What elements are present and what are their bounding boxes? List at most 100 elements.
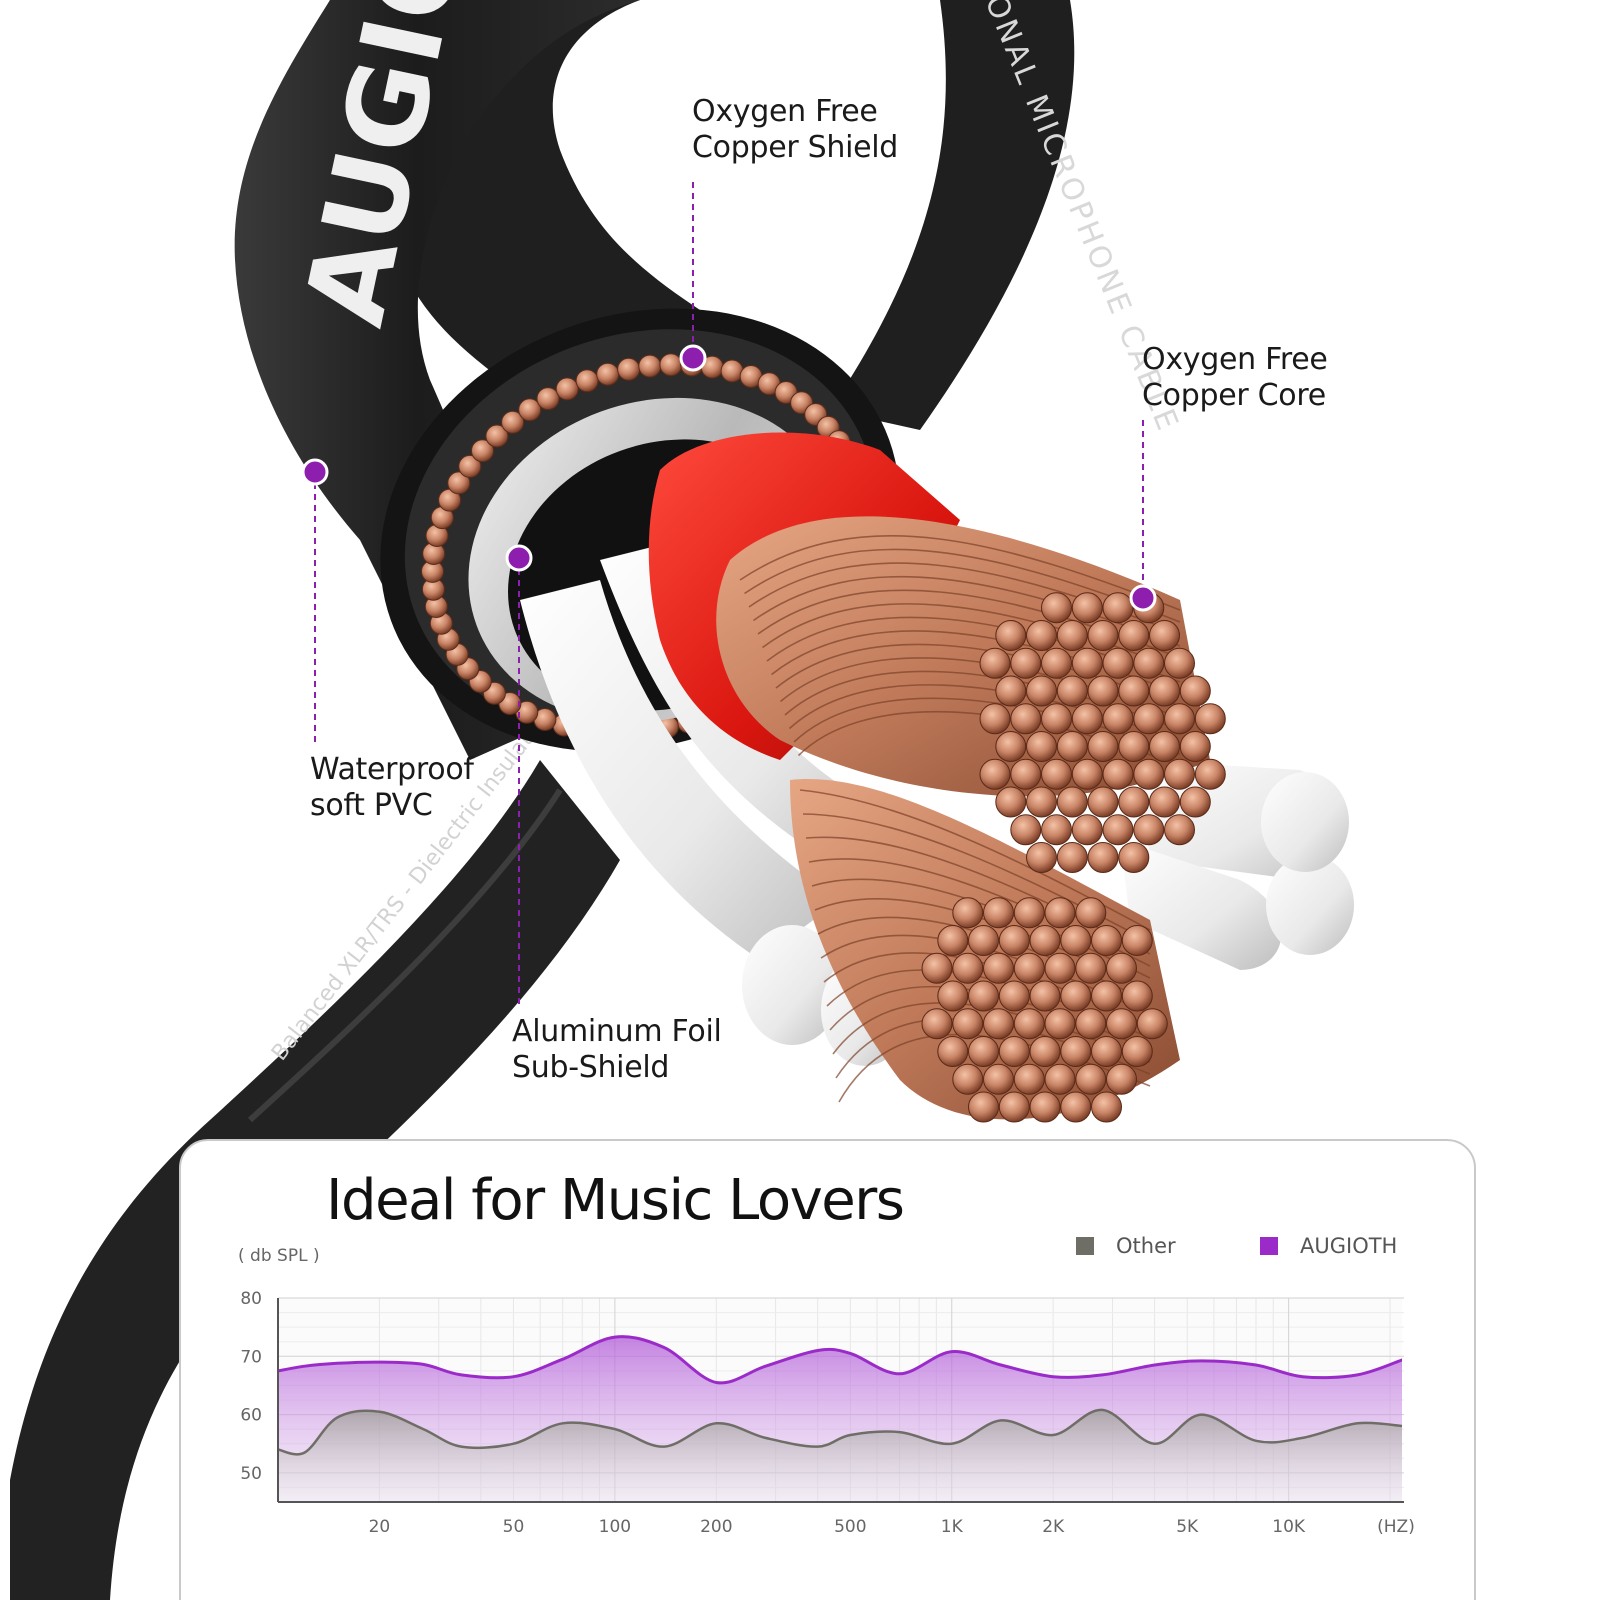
- strand-end: [1060, 980, 1092, 1012]
- strand-end: [1179, 731, 1211, 762]
- callout-waterproof-pvc: Waterproof soft PVC: [310, 752, 474, 824]
- strand-end: [1102, 758, 1134, 790]
- strand-end: [1026, 842, 1057, 873]
- strand-end: [995, 620, 1027, 651]
- strand-end: [1071, 758, 1103, 790]
- strand-end: [1164, 814, 1195, 846]
- strand-end: [1106, 1008, 1137, 1040]
- strand-end: [1075, 1008, 1107, 1040]
- strand-end: [1133, 703, 1165, 735]
- strand-end: [1013, 1008, 1045, 1040]
- other-series-line: [278, 1408, 1402, 1456]
- strand-end: [1026, 786, 1057, 818]
- strand-end: [1164, 758, 1195, 790]
- strand-end: [1013, 897, 1045, 929]
- strand-end: [968, 980, 999, 1012]
- braid-wire: [638, 354, 662, 378]
- strand-end: [1118, 620, 1150, 651]
- y-tick-label: 80: [240, 1289, 262, 1309]
- x-tick-label: 2K: [1042, 1517, 1065, 1537]
- strand-end: [1091, 1036, 1122, 1067]
- braid-wire: [458, 454, 482, 478]
- braid-wire: [596, 362, 620, 386]
- y-tick-label: 60: [240, 1406, 262, 1426]
- strand-end: [983, 952, 1014, 984]
- strand-end: [983, 897, 1014, 929]
- strand-end: [1091, 980, 1122, 1012]
- strand-end: [1056, 786, 1088, 818]
- x-tick-label: 200: [700, 1517, 732, 1537]
- callout-copper-shield: Oxygen Free Copper Shield: [692, 94, 898, 166]
- strand-end: [968, 925, 999, 956]
- strand-end: [995, 786, 1027, 818]
- strand-line: [739, 535, 1181, 611]
- strand-end: [952, 1008, 984, 1040]
- strand-end: [1013, 1063, 1045, 1095]
- strand-end: [952, 897, 984, 929]
- x-tick-label: 20: [369, 1517, 391, 1537]
- strand-end: [1026, 620, 1057, 651]
- strand-end: [995, 731, 1027, 762]
- strand-end: [1060, 925, 1092, 956]
- cable-jacket-body: [234, 0, 640, 760]
- callout-leaders: [314, 182, 1144, 1005]
- strand-end: [1029, 925, 1061, 956]
- strand-end: [937, 980, 969, 1012]
- strand-end: [1194, 703, 1226, 735]
- strand-end: [952, 952, 984, 984]
- strand-end: [1010, 758, 1042, 790]
- callout-line: Copper Core: [1142, 378, 1326, 413]
- strand-end: [1179, 675, 1211, 707]
- callout-line: Aluminum Foil: [512, 1014, 722, 1049]
- strand-end: [1075, 952, 1107, 984]
- strand-end: [1164, 703, 1195, 735]
- x-tick-label: 100: [599, 1517, 631, 1537]
- callout-aluminum-foil: Aluminum Foil Sub-Shield: [512, 1014, 722, 1086]
- copper-core-strand-ends-lower: [921, 897, 1168, 1123]
- strand-end: [937, 1036, 969, 1067]
- x-axis-unit-label: (HZ): [1377, 1517, 1415, 1537]
- strand-end: [998, 1091, 1030, 1123]
- legend-label-augioth: AUGIOTH: [1300, 1234, 1398, 1258]
- strand-end: [1087, 731, 1119, 762]
- y-axis-unit-label: ( db SPL ): [238, 1246, 320, 1266]
- callout-line: Oxygen Free: [1142, 342, 1328, 377]
- strand-end: [1044, 897, 1076, 929]
- strand-end: [1041, 703, 1072, 735]
- x-tick-label: 5K: [1176, 1517, 1199, 1537]
- strand-end: [1194, 758, 1226, 790]
- strand-end: [1121, 980, 1153, 1012]
- x-tick-label: 1K: [941, 1517, 964, 1537]
- strand-end: [1026, 731, 1057, 762]
- cable-loop: [322, 0, 1075, 430]
- augioth-series-line: [278, 1335, 1402, 1385]
- legend-swatch-augioth: [1260, 1237, 1278, 1255]
- strand-end: [937, 925, 969, 956]
- legend-item-other: Other: [1076, 1234, 1176, 1258]
- strand-end: [995, 675, 1027, 707]
- strand-end: [1060, 1036, 1092, 1067]
- strand-end: [1102, 647, 1134, 679]
- copper-core-strand-ends: [979, 592, 1226, 873]
- strand-end: [1121, 925, 1153, 956]
- strand-end: [1106, 952, 1137, 984]
- braid-wire: [471, 439, 494, 463]
- braid-wire: [617, 357, 641, 381]
- callout-line: Oxygen Free: [692, 94, 878, 129]
- strand-end: [983, 1008, 1014, 1040]
- strand-end: [1087, 842, 1119, 873]
- strand-end: [1118, 786, 1150, 818]
- braid-wire: [536, 387, 560, 411]
- strand-end: [1041, 647, 1072, 679]
- chart-title: Ideal for Music Lovers: [326, 1168, 905, 1233]
- strand-end: [1149, 675, 1180, 707]
- strand-end: [1075, 1063, 1107, 1095]
- strand-end: [998, 1036, 1030, 1067]
- braid-wire: [501, 410, 525, 434]
- strand-end: [968, 1091, 999, 1123]
- braid-wire: [720, 359, 744, 383]
- strand-end: [1136, 1008, 1168, 1040]
